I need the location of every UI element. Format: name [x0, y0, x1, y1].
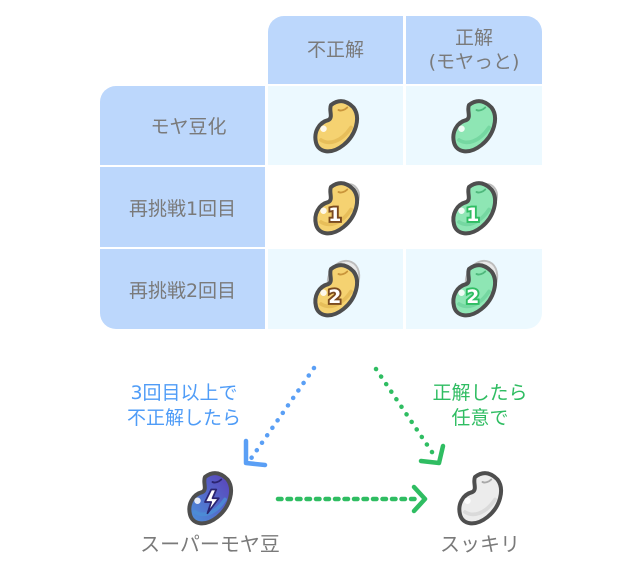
yellow-bean-icon-retry2-incorrect: 2	[313, 259, 361, 318]
super-bean-label: スーパーモヤ豆	[140, 532, 280, 556]
left-condition-label: 3回目以上で 不正解したら	[126, 382, 241, 429]
arrow-super-to-clear	[275, 484, 428, 514]
col-header-incorrect: 不正解	[268, 16, 403, 84]
col-header-correct: 正解 (モヤっと)	[406, 16, 542, 84]
retry-count-badge: 2	[328, 287, 341, 308]
row-header-moya-label: モヤ豆化	[150, 116, 227, 138]
arrow-to-clear-bean-diagonal	[373, 366, 446, 466]
row-header-moya: モヤ豆化	[100, 86, 265, 165]
row-header-retry1: 再挑戦1回目	[100, 167, 265, 247]
retry-count-badge: 1	[466, 205, 479, 226]
clear-bean-label: スッキリ	[440, 532, 520, 556]
yellow-bean-icon-moya-incorrect	[313, 99, 359, 154]
super-bean-icon	[187, 471, 233, 526]
arrow-to-super-bean	[243, 365, 317, 468]
yellow-bean-icon-retry1-incorrect: 1	[313, 181, 360, 236]
right-condition-label: 正解したら 任意で	[432, 382, 528, 429]
green-bean-icon-retry2-correct: 2	[451, 259, 499, 318]
row-header-retry2: 再挑戦2回目	[100, 249, 265, 329]
clear-bean-icon	[457, 471, 503, 526]
green-bean-icon-retry1-correct: 1	[451, 181, 498, 236]
retry-count-badge: 1	[328, 205, 341, 226]
row-header-retry2-label: 再挑戦2回目	[128, 279, 237, 302]
col-header-incorrect-label: 不正解	[306, 39, 364, 61]
green-bean-icon-moya-correct	[451, 99, 497, 154]
col-header-correct-label: 正解 (モヤっと)	[428, 27, 520, 73]
retry-count-badge: 2	[466, 287, 479, 308]
row-header-retry1-label: 再挑戦1回目	[128, 197, 237, 220]
